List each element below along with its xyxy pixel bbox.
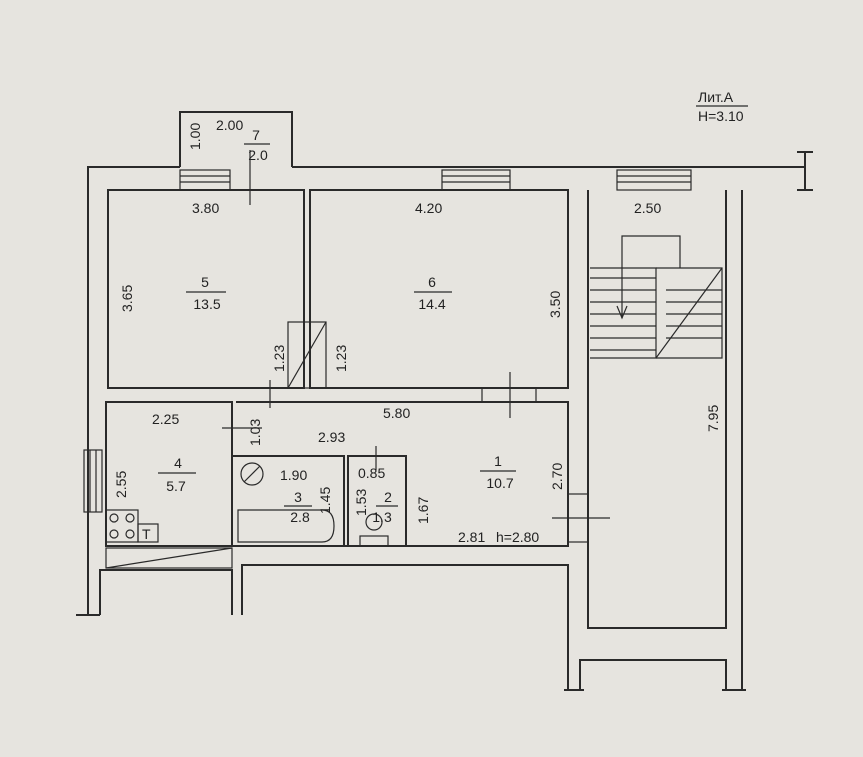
stairwell: 2.50 7.95	[590, 169, 723, 432]
sink-symbol: T	[142, 526, 151, 542]
height-label: H=3.10	[698, 108, 744, 124]
room-5-number: 5	[201, 274, 209, 290]
room-7-height: 1.00	[187, 123, 203, 150]
room-2-number: 2	[384, 489, 392, 505]
room-6: 4.20 3.50 6 14.4	[309, 169, 569, 389]
room-3-number: 3	[294, 489, 302, 505]
room-4-number: 4	[174, 455, 182, 471]
room-2: 0.85 1.53 1.67 2 1.3	[347, 446, 431, 547]
room-3-area: 2.8	[290, 509, 310, 525]
room-1-mid-width: 2.93	[318, 429, 345, 445]
room-6-area: 14.4	[418, 296, 445, 312]
room-6-height: 3.50	[547, 291, 563, 318]
room-4: T 2.25 2.55 1.03 4 5.7	[83, 401, 263, 569]
room-7-number: 7	[252, 127, 260, 143]
room-4-height: 2.55	[113, 471, 129, 498]
room-4-area: 5.7	[166, 478, 186, 494]
room-6-width: 4.20	[415, 200, 442, 216]
room-2-height: 1.53	[353, 489, 369, 516]
room-5-height: 3.65	[119, 285, 135, 312]
room-5: 3.80 3.65 5 13.5	[107, 189, 305, 389]
room-1-height: 2.70	[549, 463, 565, 490]
shaft-width: 1.23	[271, 345, 287, 372]
room-3-width: 1.90	[280, 467, 307, 483]
stair-width: 2.50	[634, 200, 661, 216]
outer-walls	[76, 151, 813, 691]
liter-label: Лит.А	[698, 89, 734, 105]
room-7: 2.00 1.00 7 2.0	[179, 111, 293, 205]
central-shaft: 1.23 1.23	[269, 321, 349, 408]
room-5-area: 13.5	[193, 296, 220, 312]
room-6-number: 6	[428, 274, 436, 290]
room-1-number: 1	[494, 453, 502, 469]
room-2-width: 0.85	[358, 465, 385, 481]
room-7-area: 2.0	[248, 147, 268, 163]
room-1-top-width: 5.80	[383, 405, 410, 421]
room-1-area: 10.7	[486, 475, 513, 491]
room-7-width: 2.00	[216, 117, 243, 133]
wc-height: 1.67	[415, 497, 431, 524]
room-4-door: 1.03	[247, 419, 263, 446]
room-1-bottom-width: 2.81	[458, 529, 485, 545]
room-3: 1.90 1.45 3 2.8	[231, 455, 345, 547]
room-4-width: 2.25	[152, 411, 179, 427]
room-3-height: 1.45	[317, 487, 333, 514]
stair-height: 7.95	[705, 405, 721, 432]
room-5-width: 3.80	[192, 200, 219, 216]
ceiling-height: h=2.80	[496, 529, 539, 545]
room-2-area: 1.3	[372, 509, 392, 525]
shaft-height: 1.23	[333, 345, 349, 372]
